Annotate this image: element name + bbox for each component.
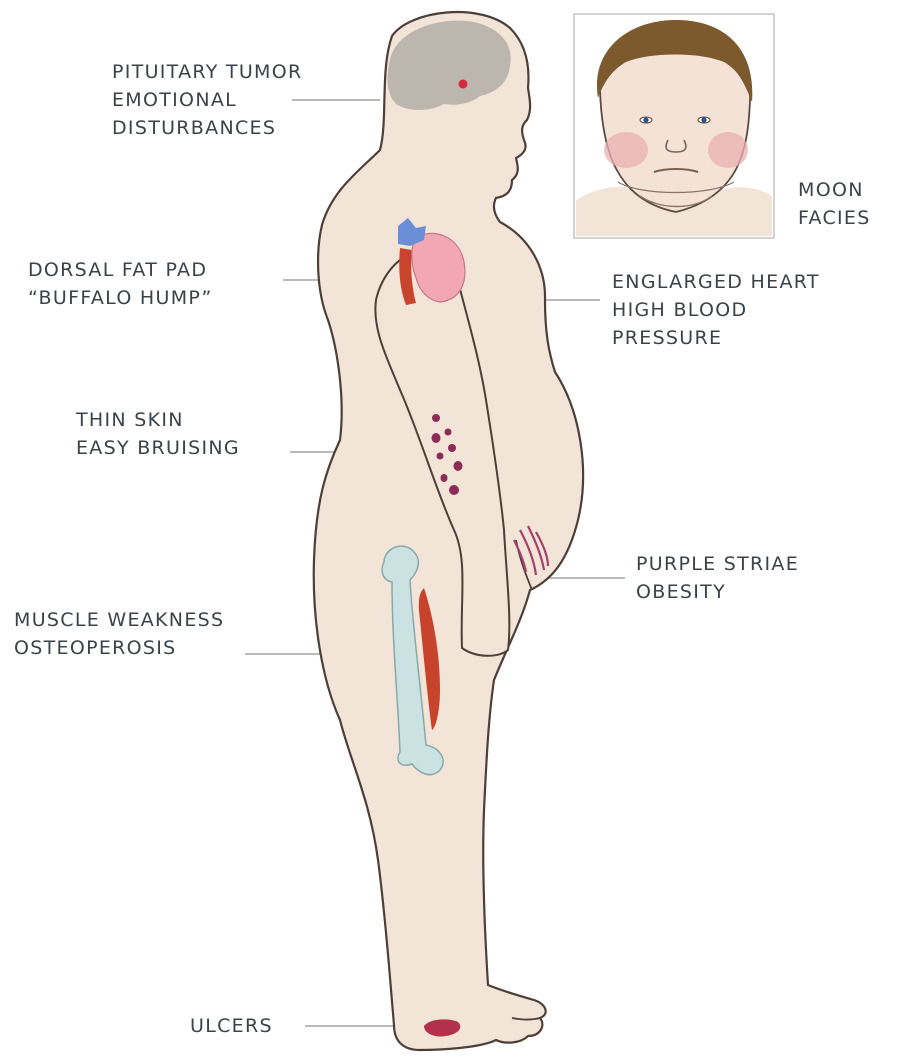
label-dorsal-line2: “BUFFALO HUMP”: [28, 284, 213, 312]
label-thin-skin: THIN SKIN EASY BRUISING: [76, 406, 240, 462]
left-cheek: [604, 132, 648, 168]
label-pituitary-line2: EMOTIONAL: [112, 86, 303, 114]
label-moon-facies: MOON FACIES: [798, 176, 871, 232]
label-dorsal-line1: DORSAL FAT PAD: [28, 256, 213, 284]
label-pituitary-line1: PITUITARY TUMOR: [112, 58, 303, 86]
label-muscle-weakness: MUSCLE WEAKNESS OSTEOPEROSIS: [14, 606, 224, 662]
moon-face-inset: [574, 14, 774, 238]
label-skin-line1: THIN SKIN: [76, 406, 240, 434]
label-striae-line2: OBESITY: [636, 578, 799, 606]
label-dorsal-fat-pad: DORSAL FAT PAD “BUFFALO HUMP”: [28, 256, 213, 312]
label-heart-line1: ENGLARGED HEART: [612, 268, 820, 296]
label-ulcers: ULCERS: [190, 1012, 273, 1040]
label-heart-line3: PRESSURE: [612, 324, 820, 352]
label-moon-line1: MOON: [798, 176, 871, 204]
body-outline: [314, 12, 583, 1050]
label-moon-line2: FACIES: [798, 204, 871, 232]
label-skin-line2: EASY BRUISING: [76, 434, 240, 462]
label-muscle-line2: OSTEOPEROSIS: [14, 634, 224, 662]
body-silhouette: [314, 12, 583, 1050]
label-pituitary-line3: DISTURBANCES: [112, 114, 303, 142]
right-cheek: [708, 132, 748, 168]
label-enlarged-heart: ENGLARGED HEART HIGH BLOOD PRESSURE: [612, 268, 820, 352]
left-eye: [643, 117, 648, 122]
pituitary-dot: [459, 80, 468, 89]
right-eye: [701, 117, 706, 122]
label-heart-line2: HIGH BLOOD: [612, 296, 820, 324]
label-pituitary: PITUITARY TUMOR EMOTIONAL DISTURBANCES: [112, 58, 303, 142]
label-striae-line1: PURPLE STRIAE: [636, 550, 799, 578]
label-purple-striae: PURPLE STRIAE OBESITY: [636, 550, 799, 606]
label-muscle-line1: MUSCLE WEAKNESS: [14, 606, 224, 634]
label-ulcers-line1: ULCERS: [190, 1012, 273, 1040]
